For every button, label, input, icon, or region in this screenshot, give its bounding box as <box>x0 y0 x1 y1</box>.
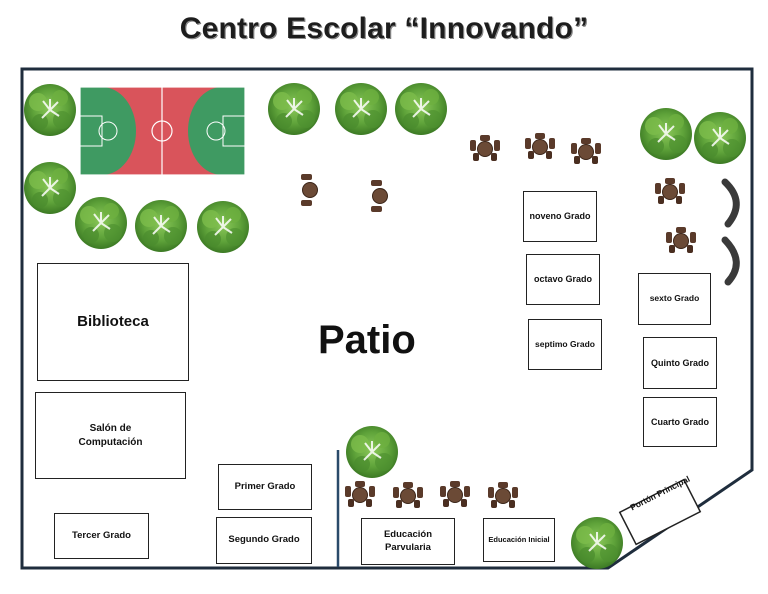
room-tercer-grado: Tercer Grado <box>54 513 149 559</box>
picnic-table-icon <box>487 481 519 509</box>
tree-icon <box>196 200 250 254</box>
tree-icon <box>693 111 747 165</box>
room-biblioteca: Biblioteca <box>37 263 189 381</box>
main-gate <box>618 478 702 546</box>
tree-icon <box>23 83 77 137</box>
picnic-table-icon <box>524 132 556 160</box>
bench-icon <box>721 236 740 286</box>
picnic-table-icon <box>439 480 471 508</box>
room-quinto-grado: Quinto Grado <box>643 337 717 389</box>
picnic-table-icon <box>570 137 602 165</box>
picnic-table-icon <box>665 226 697 254</box>
patio-label: Patio <box>318 318 416 362</box>
room-computacion: Salón de Computación <box>35 392 186 479</box>
picnic-table-icon <box>469 134 501 162</box>
bench-icon <box>721 178 740 228</box>
picnic-table-icon <box>392 481 424 509</box>
room-septimo-grado: septimo Grado <box>528 319 602 370</box>
picnic-table-icon <box>654 177 686 205</box>
picnic-table-icon <box>344 480 376 508</box>
basketball-court <box>79 86 246 176</box>
tree-icon <box>345 425 399 479</box>
room-octavo-grado: octavo Grado <box>526 254 600 305</box>
tree-icon <box>394 82 448 136</box>
room-educacion-parvularia: Educación Parvularia <box>361 518 455 565</box>
room-educacion-inicial: Educación Inicial <box>483 518 555 562</box>
room-segundo-grado: Segundo Grado <box>216 517 312 564</box>
picnic-table-icon <box>300 173 318 207</box>
room-primer-grado: Primer Grado <box>218 464 312 510</box>
tree-icon <box>74 196 128 250</box>
room-cuarto-grado: Cuarto Grado <box>643 397 717 447</box>
tree-icon <box>334 82 388 136</box>
tree-icon <box>23 161 77 215</box>
room-noveno-grado: noveno Grado <box>523 191 597 242</box>
tree-icon <box>134 199 188 253</box>
tree-icon <box>267 82 321 136</box>
tree-icon <box>639 107 693 161</box>
picnic-table-icon <box>370 179 388 213</box>
room-sexto-grado: sexto Grado <box>638 273 711 325</box>
tree-icon <box>570 516 624 570</box>
map-title: Centro Escolar “Innovando” <box>179 12 589 45</box>
